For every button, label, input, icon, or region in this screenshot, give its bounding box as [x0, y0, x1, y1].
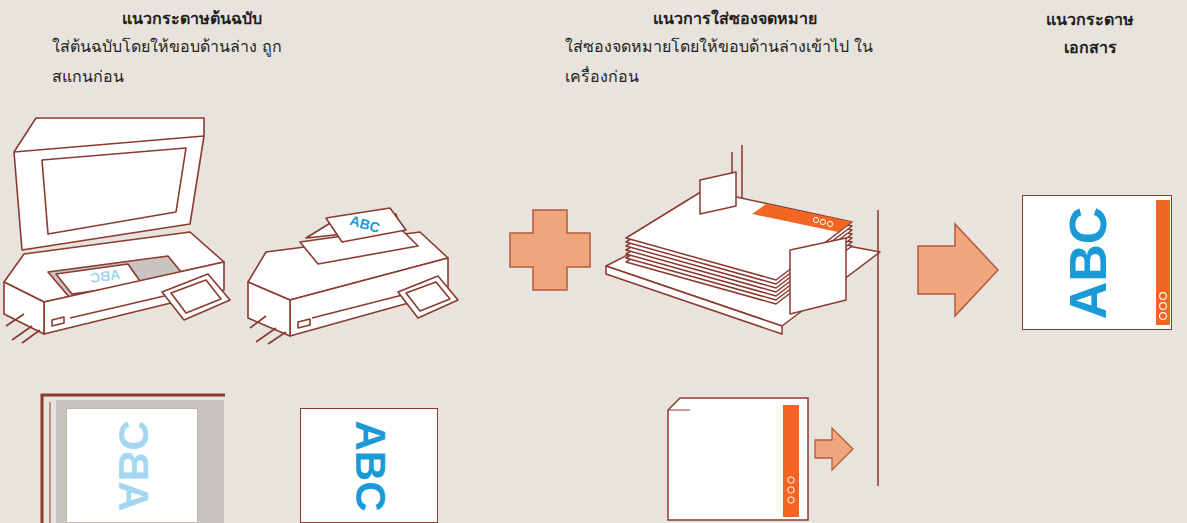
- side-guide: [790, 238, 846, 314]
- envelope-band: [752, 204, 852, 232]
- scanner-side: [4, 282, 44, 334]
- band-mark: [820, 219, 825, 224]
- print-text: ABC: [348, 420, 390, 511]
- output-envelope: ABC: [1022, 195, 1172, 330]
- stand-lines: [250, 316, 286, 344]
- plus-sign: [510, 210, 590, 290]
- result-arrow: [918, 224, 998, 316]
- original-document: ABC: [300, 408, 438, 523]
- scanner-lid: [14, 118, 204, 250]
- band-mark: [827, 221, 832, 226]
- envelope-band: [783, 405, 799, 517]
- tray-edge-line: [877, 210, 879, 486]
- band-mark: [788, 477, 794, 483]
- envelope-flap: [668, 410, 690, 411]
- stand-lines: [6, 314, 40, 343]
- feed-arrow: [815, 428, 853, 470]
- original-on-glass: ABC: [66, 408, 198, 523]
- print-text: ABC: [1062, 206, 1114, 319]
- envelope-band: [1156, 200, 1170, 325]
- lid-pad: [42, 148, 186, 234]
- panel-screen: [406, 282, 450, 311]
- glass-area: [56, 400, 224, 523]
- band-mark: [788, 497, 794, 503]
- band-mark: [788, 487, 794, 493]
- document-print: ABC: [334, 208, 396, 240]
- glass-corner: [42, 395, 225, 523]
- section-heading: แนวกระดาษ เอกสาร: [1040, 6, 1140, 62]
- scanner-handle: [52, 317, 64, 326]
- mirrored-print: ABC: [69, 263, 141, 289]
- rear-guide: [700, 172, 736, 214]
- printer-handle: [298, 319, 310, 328]
- section-heading: แนวการใส่ซองจดหมาย: [635, 6, 835, 32]
- print-text: ABC: [111, 420, 153, 511]
- envelope-sample: [668, 398, 808, 520]
- band-mark: [1160, 303, 1167, 310]
- scanner-front: [44, 262, 224, 334]
- control-panel: [398, 276, 458, 318]
- instruction-text: ใส่ต้นฉบับโดยให้ขอบด้านล่าง ถูกสแกนก่อน: [52, 32, 297, 92]
- panel-screen: [171, 280, 221, 313]
- feeder-original: [326, 208, 406, 242]
- control-panel: [162, 274, 230, 320]
- printer-side: [248, 282, 290, 336]
- band-mark: [1160, 293, 1167, 300]
- instruction-text: ใส่ซองจดหมายโดยให้ขอบด้านล่างเข้าไป ในเค…: [565, 32, 910, 92]
- band-mark: [1160, 313, 1167, 320]
- band-mark: [813, 217, 818, 222]
- glass-corner: [50, 402, 51, 523]
- section-heading: แนวกระดาษต้นฉบับ: [92, 6, 292, 32]
